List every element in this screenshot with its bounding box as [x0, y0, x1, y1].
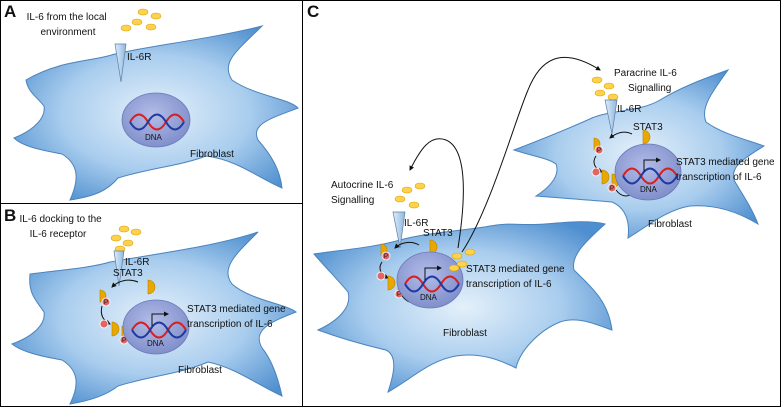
- dna-helix-a: [129, 113, 185, 131]
- receptor-label-b: IL-6R: [125, 257, 149, 268]
- stat3-label-c-left: STAT3: [423, 228, 453, 239]
- phospho-text-c-left-2: P: [397, 292, 401, 298]
- transcription-label-c-left: STAT3 mediated gene transcription of IL-…: [466, 264, 567, 290]
- panel-a-il6-cluster: [120, 8, 162, 32]
- nucleus-c-left: [396, 251, 464, 309]
- phospho-text-c-right-1: P: [597, 148, 601, 154]
- cell-label-a: Fibroblast: [190, 149, 234, 160]
- dna-label-c-right: DNA: [640, 185, 658, 194]
- transcription-arrow-c-left: [424, 265, 442, 280]
- autocrine-label: Autocrine IL-6 Signalling: [331, 180, 396, 206]
- transcription-arrow-b: [151, 311, 169, 326]
- il6-receptor-c-left: [392, 211, 406, 249]
- panel-b-il6-cluster: [110, 225, 142, 253]
- nucleus-a: [121, 92, 191, 148]
- transcription-arrow-c-right: [643, 157, 661, 172]
- transcription-label-b: STAT3 mediated gene transcription of IL-…: [187, 304, 288, 330]
- c-right-il6-cluster: [591, 76, 619, 101]
- il6-receptor-b: [113, 250, 125, 287]
- stat3-arrow-c-right: [609, 131, 633, 139]
- dna-label-b: DNA: [147, 339, 165, 348]
- cell-label-b: Fibroblast: [178, 365, 222, 376]
- transcription-label-c-right: STAT3 mediated gene transcription of IL-…: [676, 157, 777, 183]
- nucleus-c-right: [614, 143, 682, 201]
- dna-helix-c-right: [622, 167, 678, 185]
- panel-a-letter: A: [4, 2, 16, 21]
- fibroblast-cell-c-left: [313, 221, 613, 394]
- receptor-label-c-right: IL-6R: [617, 104, 641, 115]
- phospho-marker-c-right-1: [594, 145, 604, 155]
- stat3-label-b: STAT3: [113, 268, 143, 279]
- cell-label-c-left: Fibroblast: [443, 328, 487, 339]
- dna-label-c-left: DNA: [420, 293, 438, 302]
- nucleus-b: [122, 299, 190, 355]
- paracrine-arrow: [461, 56, 601, 253]
- stat3-arrow-b: [111, 279, 139, 288]
- phospho-text-c-left-1: P: [384, 254, 388, 260]
- dimer-arrow-c-left: [379, 261, 389, 279]
- il6-receptor-a: [114, 43, 127, 83]
- panel-b-annotation: IL-6 docking to the IL-6 receptor: [19, 214, 104, 240]
- phospho-marker-c-left-1: [381, 251, 391, 261]
- phospho-text-c-right-2: P: [610, 186, 614, 192]
- paracrine-label: Paracrine IL-6 Signalling: [614, 68, 680, 94]
- il6-receptor-c-right: [604, 99, 618, 135]
- stat3-dimer-c-right: [591, 167, 620, 193]
- dna-helix-b: [131, 321, 187, 339]
- stat3-label-c-right: STAT3: [633, 122, 663, 133]
- phospho-text-b2: P: [122, 338, 126, 344]
- receptor-label-a: IL-6R: [127, 52, 151, 63]
- panel-c-letter: C: [307, 2, 319, 21]
- c-left-il6-release: [448, 248, 476, 272]
- stat3-protein-b: [147, 279, 156, 295]
- c-left-il6-cluster: [394, 182, 426, 209]
- panel-b-letter: B: [4, 206, 16, 225]
- cell-label-c-right: Fibroblast: [648, 219, 692, 230]
- phospho-marker-b1: [101, 297, 111, 307]
- phospho-text-b1: P: [104, 300, 108, 306]
- dna-helix-c-left: [404, 275, 460, 293]
- stat3-arrow-c-left: [394, 241, 420, 249]
- panel-a-annotation: IL-6 from the local environment: [27, 12, 110, 38]
- dna-label-a: DNA: [145, 133, 163, 142]
- autocrine-loop-arrow: [409, 138, 464, 249]
- receptor-label-c-left: IL-6R: [404, 218, 428, 229]
